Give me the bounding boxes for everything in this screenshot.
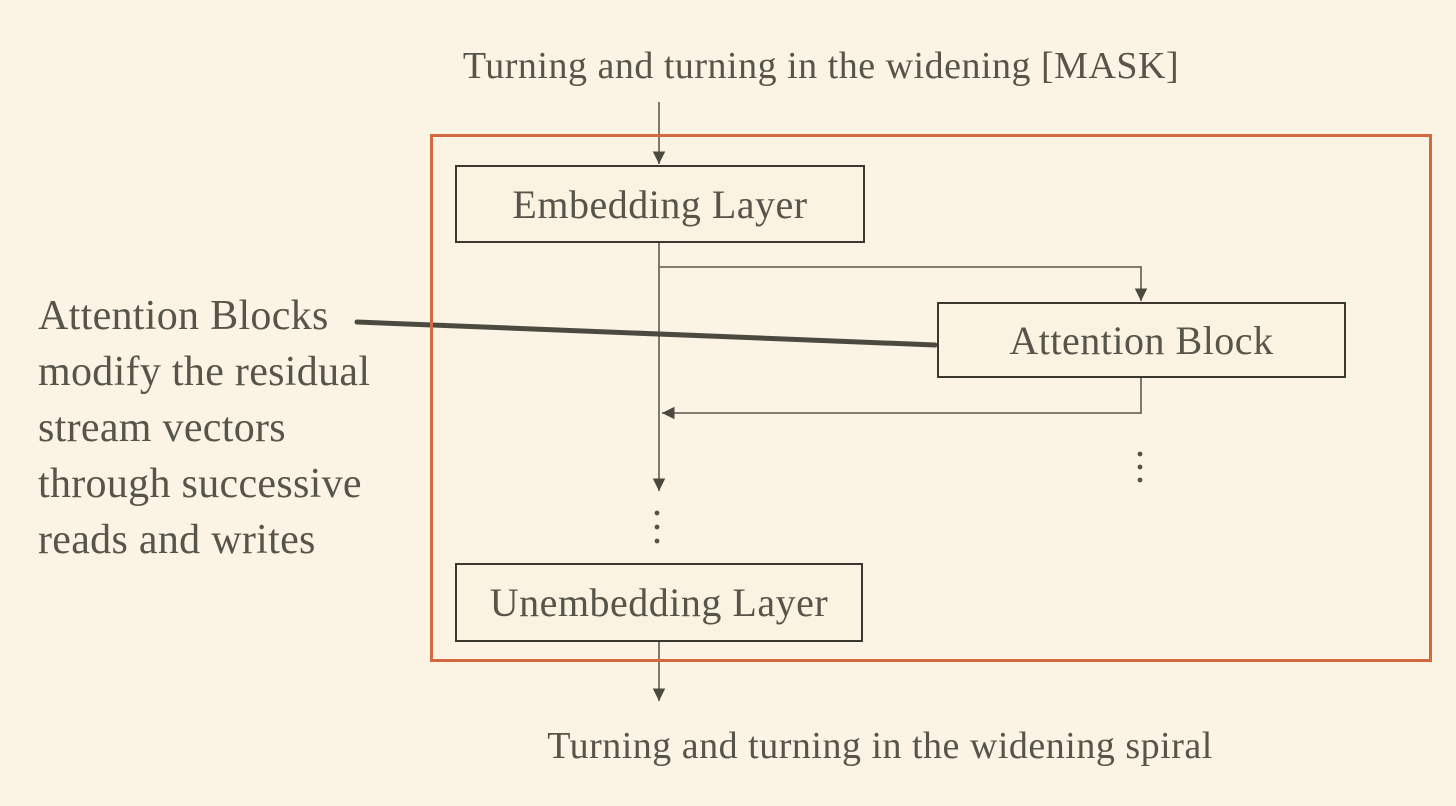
annotation-line: reads and writes [38, 517, 316, 563]
unembedding-layer-box: Unembedding Layer [455, 563, 863, 642]
annotation-line: stream vectors [38, 405, 286, 451]
attention-annotation: Attention Blocks modify the residual str… [38, 288, 370, 568]
attention-block-label: Attention Block [1009, 317, 1274, 363]
annotation-line: Attention Blocks [38, 293, 329, 339]
unembedding-layer-label: Unembedding Layer [489, 580, 829, 625]
input-caption: Turning and turning in the widening [MAS… [462, 45, 1180, 87]
annotation-line: through successive [38, 461, 362, 507]
embedding-layer-box: Embedding Layer [455, 165, 865, 243]
embedding-layer-label: Embedding Layer [512, 181, 808, 227]
output-caption: Turning and turning in the widening spir… [547, 725, 1213, 767]
annotation-line: modify the residual [38, 349, 371, 395]
attention-block-box: Attention Block [937, 302, 1346, 378]
transformer-frame [430, 134, 1432, 662]
